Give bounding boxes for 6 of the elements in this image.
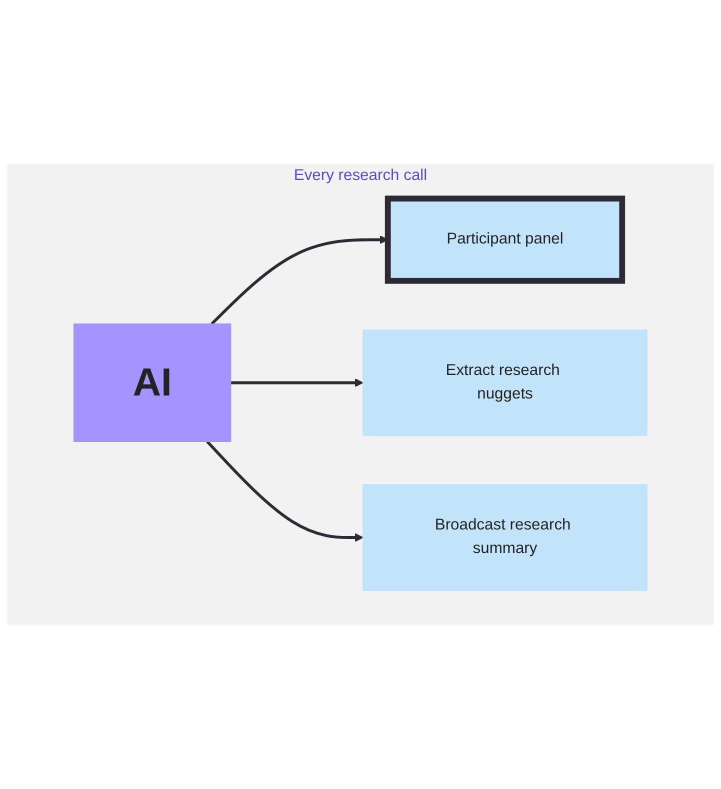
node-box: Broadcast research summary — [362, 484, 648, 591]
node-box: Extract research nuggets — [362, 329, 648, 436]
arrow — [206, 440, 364, 542]
arrow — [230, 378, 364, 388]
node-box: AI — [73, 323, 232, 442]
node-box: Participant panel — [384, 196, 626, 284]
